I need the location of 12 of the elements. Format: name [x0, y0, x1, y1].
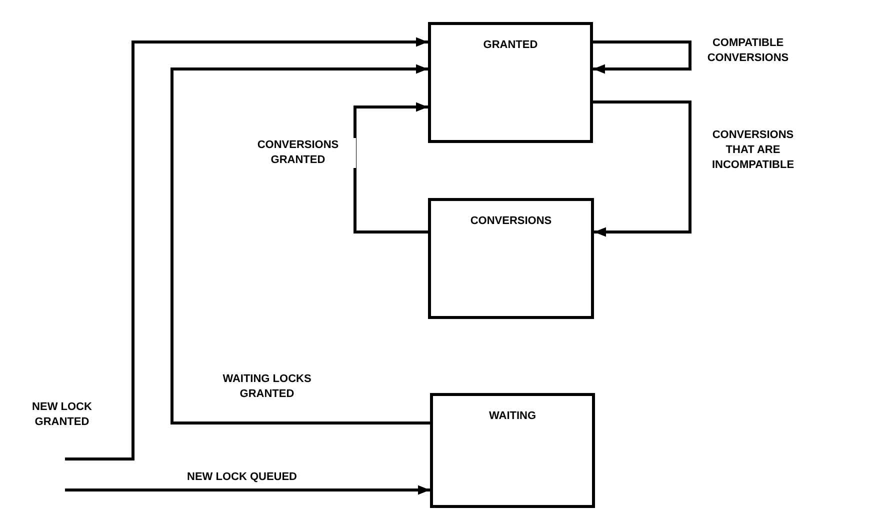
box-title: WAITING [488, 410, 538, 422]
arrow [593, 100, 692, 237]
arrow [170, 64, 430, 424]
arrow [354, 102, 428, 234]
arrow [593, 40, 692, 74]
box-title: CONVERSIONS [469, 215, 553, 227]
state-box [430, 393, 595, 508]
state-box [428, 198, 594, 319]
arrow [65, 485, 430, 495]
box-title: GRANTED [482, 39, 539, 51]
state-box [428, 22, 593, 143]
arrow [65, 37, 428, 460]
